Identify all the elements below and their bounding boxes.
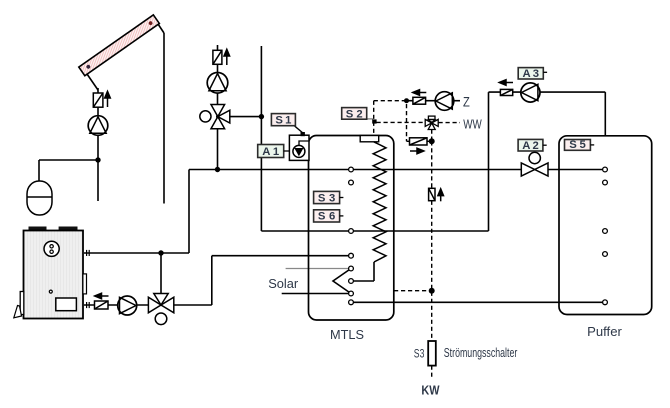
svg-text:Strömungsschalter: Strömungsschalter — [444, 346, 518, 360]
svg-text:Puffer: Puffer — [587, 324, 622, 339]
svg-text:Solar: Solar — [268, 276, 299, 291]
svg-text:MTLS: MTLS — [330, 327, 364, 342]
svg-text:WW: WW — [463, 117, 482, 132]
svg-text:Z: Z — [463, 94, 470, 110]
svg-text:KW: KW — [421, 382, 440, 397]
svg-text:S3: S3 — [414, 346, 425, 360]
